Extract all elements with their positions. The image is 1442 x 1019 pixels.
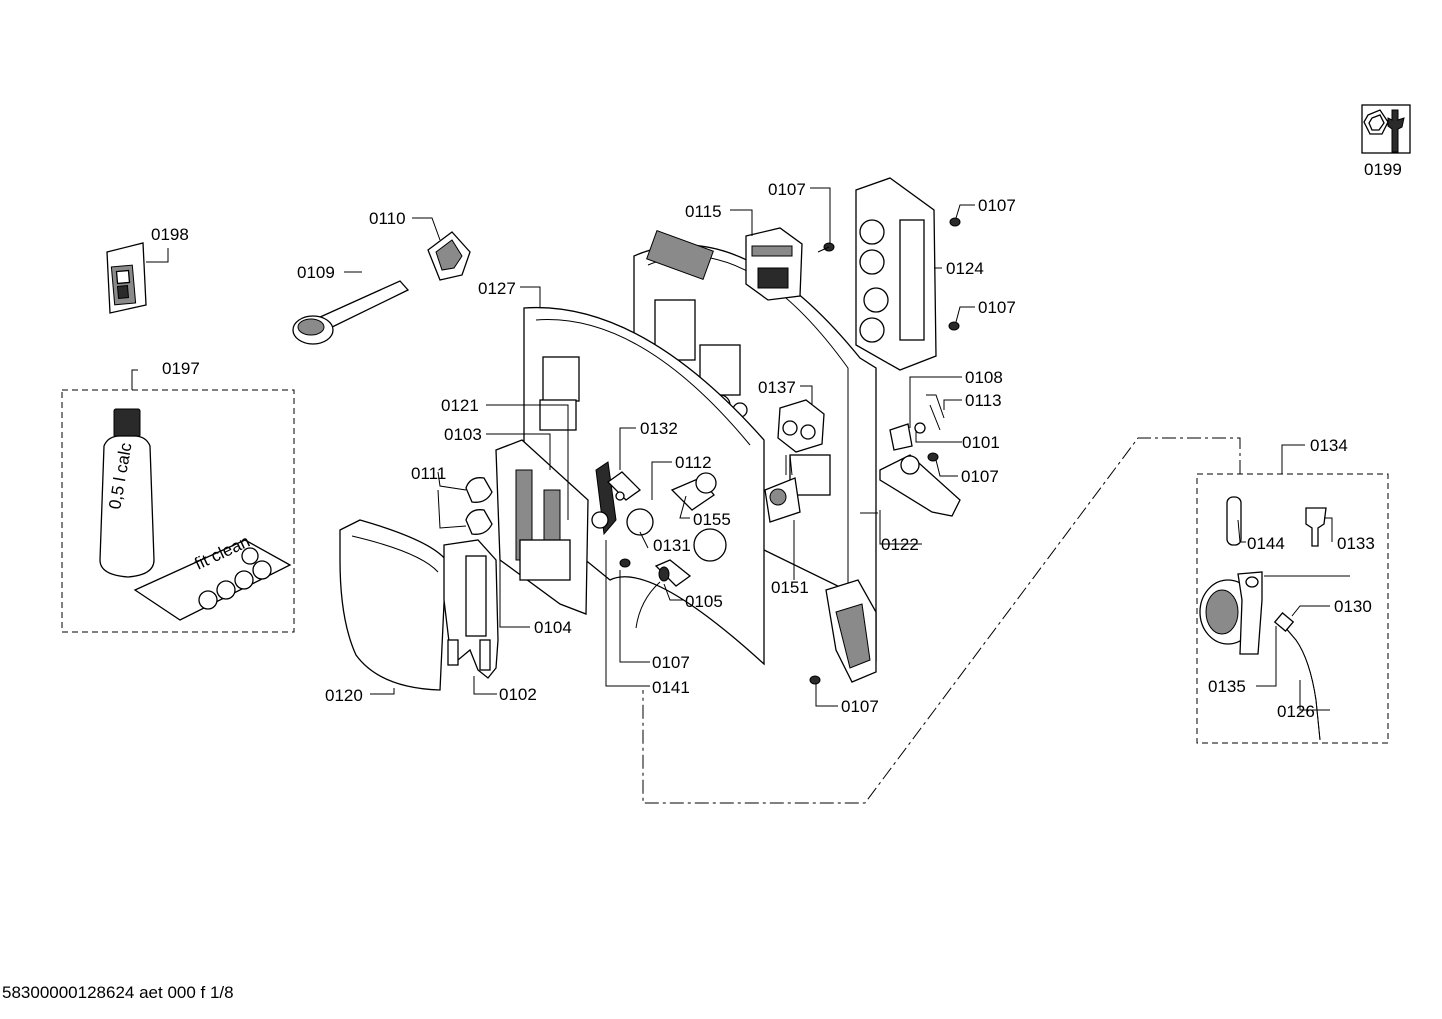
label-0134: 0134 (1310, 436, 1348, 455)
label-0155: 0155 (693, 510, 731, 529)
label-0111: 0111 (411, 464, 446, 483)
label-0135: 0135 (1208, 677, 1246, 696)
label-0108: 0108 (965, 368, 1003, 387)
label-0151: 0151 (771, 578, 809, 597)
funnel-part (427, 231, 471, 281)
label-0120: 0120 (325, 686, 363, 705)
label-0132: 0132 (640, 419, 678, 438)
label-0105: 0105 (685, 592, 723, 611)
label-0124: 0124 (946, 259, 984, 278)
inner-housing (495, 439, 589, 615)
label-0126: 0126 (1277, 702, 1315, 721)
label-0137: 0137 (758, 378, 796, 397)
side-cover-lower (825, 579, 877, 683)
part-labels: 0199 0198 0197 0110 0109 0127 0115 0107 … (151, 160, 1402, 721)
screw (817, 242, 835, 253)
label-0104: 0104 (534, 618, 572, 637)
label-0102: 0102 (499, 685, 537, 704)
milk-frother (1199, 571, 1263, 655)
label-0131: 0131 (653, 536, 691, 555)
cleaning-kit-box (61, 389, 295, 633)
label-0115: 0115 (685, 202, 722, 221)
measuring-scoop (292, 280, 410, 345)
valve-block (777, 399, 825, 476)
label-0107-e: 0107 (652, 653, 690, 672)
coffee-dispenser (443, 539, 499, 679)
label-0122: 0122 (881, 535, 919, 554)
label-0113: 0113 (965, 391, 1002, 410)
rotary-knobs (465, 477, 493, 535)
label-0198: 0198 (151, 225, 189, 244)
label-0112: 0112 (675, 453, 712, 472)
control-board (855, 177, 937, 371)
label-0107-a: 0107 (768, 180, 806, 199)
connector-block (745, 227, 803, 301)
drawing-reference-footer: 58300000128624 aet 000 f 1/8 (2, 983, 234, 1002)
label-0110: 0110 (369, 209, 406, 228)
label-0141: 0141 (652, 678, 690, 697)
screw (809, 675, 821, 685)
label-0107-d: 0107 (961, 467, 999, 486)
label-0121: 0121 (441, 396, 479, 415)
switch-bracket (889, 394, 945, 451)
kit-link-line (642, 437, 1241, 804)
label-0109: 0109 (297, 263, 335, 282)
label-0133: 0133 (1337, 534, 1375, 553)
drip-cover (339, 519, 447, 691)
front-panel (523, 306, 765, 666)
label-0199: 0199 (1364, 160, 1402, 179)
label-0101: 0101 (962, 433, 1000, 452)
label-0107-c: 0107 (978, 298, 1016, 317)
cleaning-tablets-box: fit clean (133, 532, 292, 621)
descaler-bottle: 0,5 l calc (99, 408, 155, 578)
label-0130: 0130 (1334, 597, 1372, 616)
sachet-part (106, 242, 147, 314)
lever-assembly (591, 461, 642, 536)
label-0103: 0103 (444, 425, 482, 444)
pump-unit (764, 477, 801, 523)
nozzle-part (1305, 507, 1327, 547)
screw (949, 217, 961, 227)
tool-icon (1361, 104, 1411, 154)
label-0107-f: 0107 (841, 697, 879, 716)
milk-hose (1273, 611, 1321, 741)
sensor-cable (619, 558, 692, 629)
label-0197: 0197 (162, 359, 200, 378)
label-0144: 0144 (1247, 534, 1285, 553)
leader-lines (131, 187, 1350, 711)
filter-tube (1226, 496, 1242, 546)
milk-kit-box (1196, 473, 1389, 744)
screw (948, 321, 960, 331)
label-0107-b: 0107 (978, 196, 1016, 215)
mounting-rail (879, 452, 961, 517)
label-0127: 0127 (478, 279, 516, 298)
knob-assembly (615, 472, 717, 536)
